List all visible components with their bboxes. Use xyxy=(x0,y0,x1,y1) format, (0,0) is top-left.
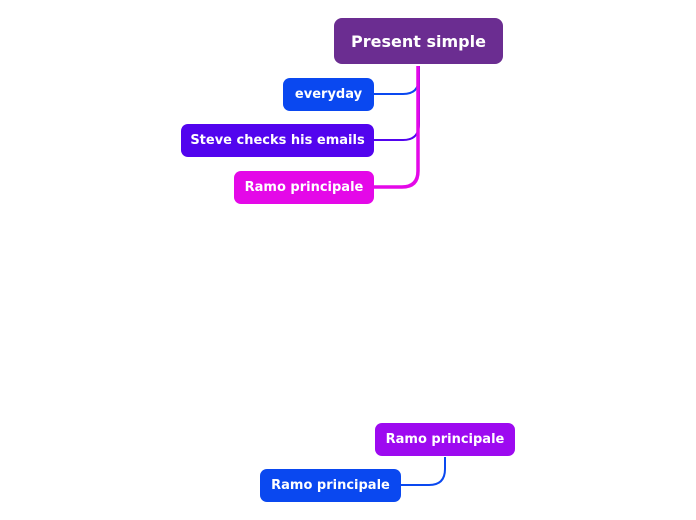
floating-subtopic-node[interactable]: Ramo principale xyxy=(260,469,401,502)
central-topic-label: Present simple xyxy=(351,31,486,51)
topic-label-everyday: everyday xyxy=(294,87,363,102)
floating-subtopic-label: Ramo principale xyxy=(271,478,390,493)
topic-node-steve-checks-his-emails[interactable]: Steve checks his emails xyxy=(181,124,374,157)
floating-topic-label: Ramo principale xyxy=(385,432,505,447)
connector-floating-child xyxy=(401,457,446,486)
topic-label-steve-checks-his-emails: Steve checks his emails xyxy=(190,133,365,148)
topic-label-ramo-principale: Ramo principale xyxy=(244,180,364,195)
connector-everyday xyxy=(374,66,420,95)
floating-topic-node[interactable]: Ramo principale xyxy=(375,423,515,456)
topic-node-everyday[interactable]: everyday xyxy=(283,78,374,111)
connector-ramo xyxy=(374,66,420,189)
central-topic-node[interactable]: Present simple xyxy=(334,18,503,64)
connector-steve xyxy=(374,66,420,141)
topic-node-ramo-principale[interactable]: Ramo principale xyxy=(234,171,374,204)
